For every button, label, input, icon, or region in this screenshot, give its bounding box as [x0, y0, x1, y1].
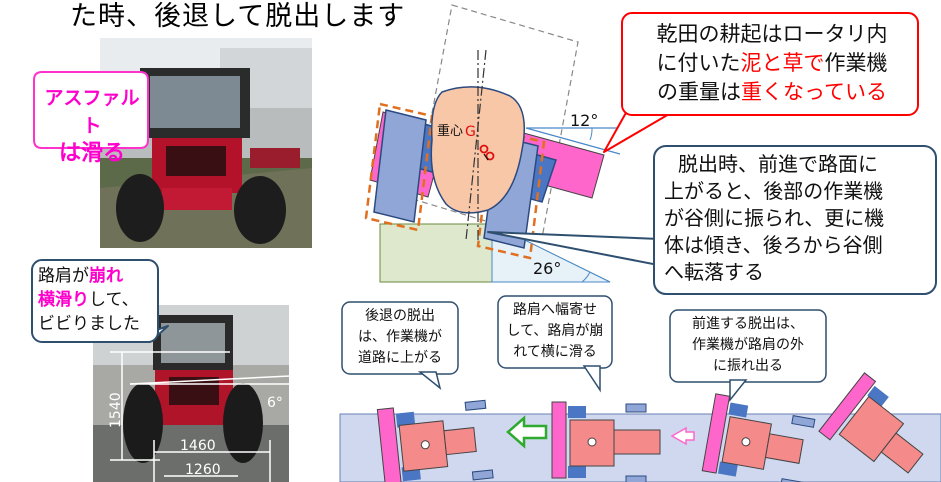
callout-shoulder-shift: 路肩へ幅寄せ して、路肩が崩 れて横に滑る	[506, 302, 604, 360]
shoulder-highlight-collapse: 崩れ	[89, 266, 123, 286]
dim-track-inner: 1260	[185, 462, 221, 478]
tractor-photo-front	[100, 38, 312, 248]
forward-risk-line-4: 体は傾き、後ろから谷側	[664, 233, 883, 257]
dim-height: 1540	[108, 392, 124, 428]
callout-forward-exit: 前進する脱出は、 作業機が路肩の外 に振れ出る	[692, 316, 804, 374]
callout-asphalt-bubble	[33, 71, 149, 149]
slope-angle-label: 26°	[533, 259, 561, 278]
forward-risk-line-1: 脱出時、前進で路面に	[678, 152, 878, 176]
shift-arrow	[670, 426, 695, 446]
forward-risk-line-2: 上がると、後部の作業機	[664, 179, 884, 203]
callout-forward-exit-bubble	[669, 309, 827, 383]
callout-reverse-exit: 後退の脱出 は、作業機が 道路に上がる	[358, 308, 442, 366]
cog-label: 重心	[437, 123, 463, 139]
shoulder-highlight-slide: 横滑り	[38, 290, 89, 310]
callout-forward-risk: 脱出時、前進で路面に 上がると、後部の作業機 が谷側に振られ、更に機 体は傾き、…	[664, 151, 932, 286]
dim-track-outer: 1460	[180, 438, 216, 454]
tractor-topdown-2	[551, 401, 661, 482]
tilted-tractor-schematic	[364, 4, 621, 283]
callout-shoulder-line-3: ビビりました	[38, 314, 140, 334]
tilt-angle-label: 12°	[570, 111, 598, 130]
callout-soil-line-3: の重量は重くなっている	[657, 80, 887, 104]
page-title: た時、後退して脱出します	[70, 1, 406, 32]
dimension-lines	[110, 351, 291, 482]
reverse-arrow	[506, 415, 548, 449]
callout-asphalt: アスファルト は滑る	[40, 84, 144, 168]
callout-soil-line-1: 乾田の耕起はロータリ内	[656, 22, 888, 46]
tractor-topdown-3	[701, 393, 816, 482]
tractor-topdown-1	[376, 399, 494, 482]
forward-risk-line-3: が谷側に振られ、更に機	[664, 206, 885, 230]
callout-shoulder-shift-bubble	[497, 295, 613, 369]
topdown-sequence	[339, 295, 941, 482]
callout-asphalt-line-2: は滑る	[58, 141, 125, 166]
tractor-topdown-4	[818, 372, 924, 474]
cog-letter: G	[465, 124, 476, 140]
dim-tilt: 6°	[267, 395, 283, 411]
callout-shoulder-bubble	[31, 259, 159, 343]
soil-highlight-mud: 泥と草で	[740, 51, 825, 75]
callout-soil: 乾田の耕起はロータリ内 に付いた泥と草で作業機 の重量は重くなっている	[630, 20, 914, 107]
callout-soil-bubble	[621, 12, 919, 116]
callout-shoulder: 路肩が崩れ 横滑りして、 ビビりました	[38, 264, 156, 336]
callout-forward-risk-bubble	[653, 145, 937, 295]
callout-reverse-exit-bubble	[341, 301, 459, 375]
callout-asphalt-line-1: アスファルト	[44, 87, 140, 137]
callout-soil-line-2: に付いた泥と草で作業機	[656, 51, 888, 75]
soil-highlight-heavy: 重くなっている	[741, 80, 887, 104]
forward-risk-line-5: へ転落する	[664, 260, 764, 284]
